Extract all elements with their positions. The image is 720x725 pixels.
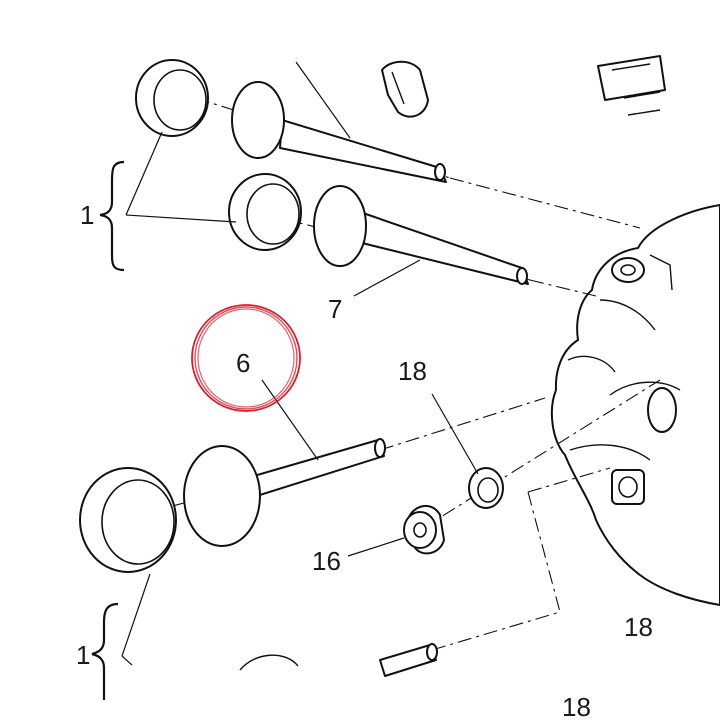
- brace-top: [99, 160, 125, 272]
- valve-upper-a: [231, 81, 447, 183]
- callout-seat-group-top: 1: [80, 200, 94, 230]
- washer-18: [468, 467, 504, 509]
- highlight-circle: [191, 304, 301, 412]
- plug-16: [403, 505, 445, 555]
- brace-bottom: [91, 602, 119, 700]
- callout-washer-upper: 18: [398, 356, 427, 386]
- valve-bottom-partial: [239, 643, 438, 677]
- callout-valve-highlighted: 6: [236, 348, 250, 378]
- valve-seat-lower: [79, 467, 177, 573]
- rocker-arm-partial: [381, 60, 429, 118]
- callout-seat-group-bottom: 1: [76, 640, 90, 670]
- valve-seat-top-2: [228, 173, 302, 251]
- cylinder-head-casting: [550, 204, 720, 606]
- valve-highlighted: [183, 438, 386, 547]
- callout-plug: 16: [312, 546, 341, 576]
- valve-upper-b: [313, 185, 529, 285]
- callout-valve-upper: 7: [328, 294, 342, 324]
- shaft-partial: [597, 55, 666, 116]
- leader-lines: [121, 61, 479, 666]
- callout-partial-bottom: 18: [562, 692, 591, 720]
- callout-washer-lower: 18: [624, 612, 653, 642]
- valve-seat-top-1: [135, 59, 209, 137]
